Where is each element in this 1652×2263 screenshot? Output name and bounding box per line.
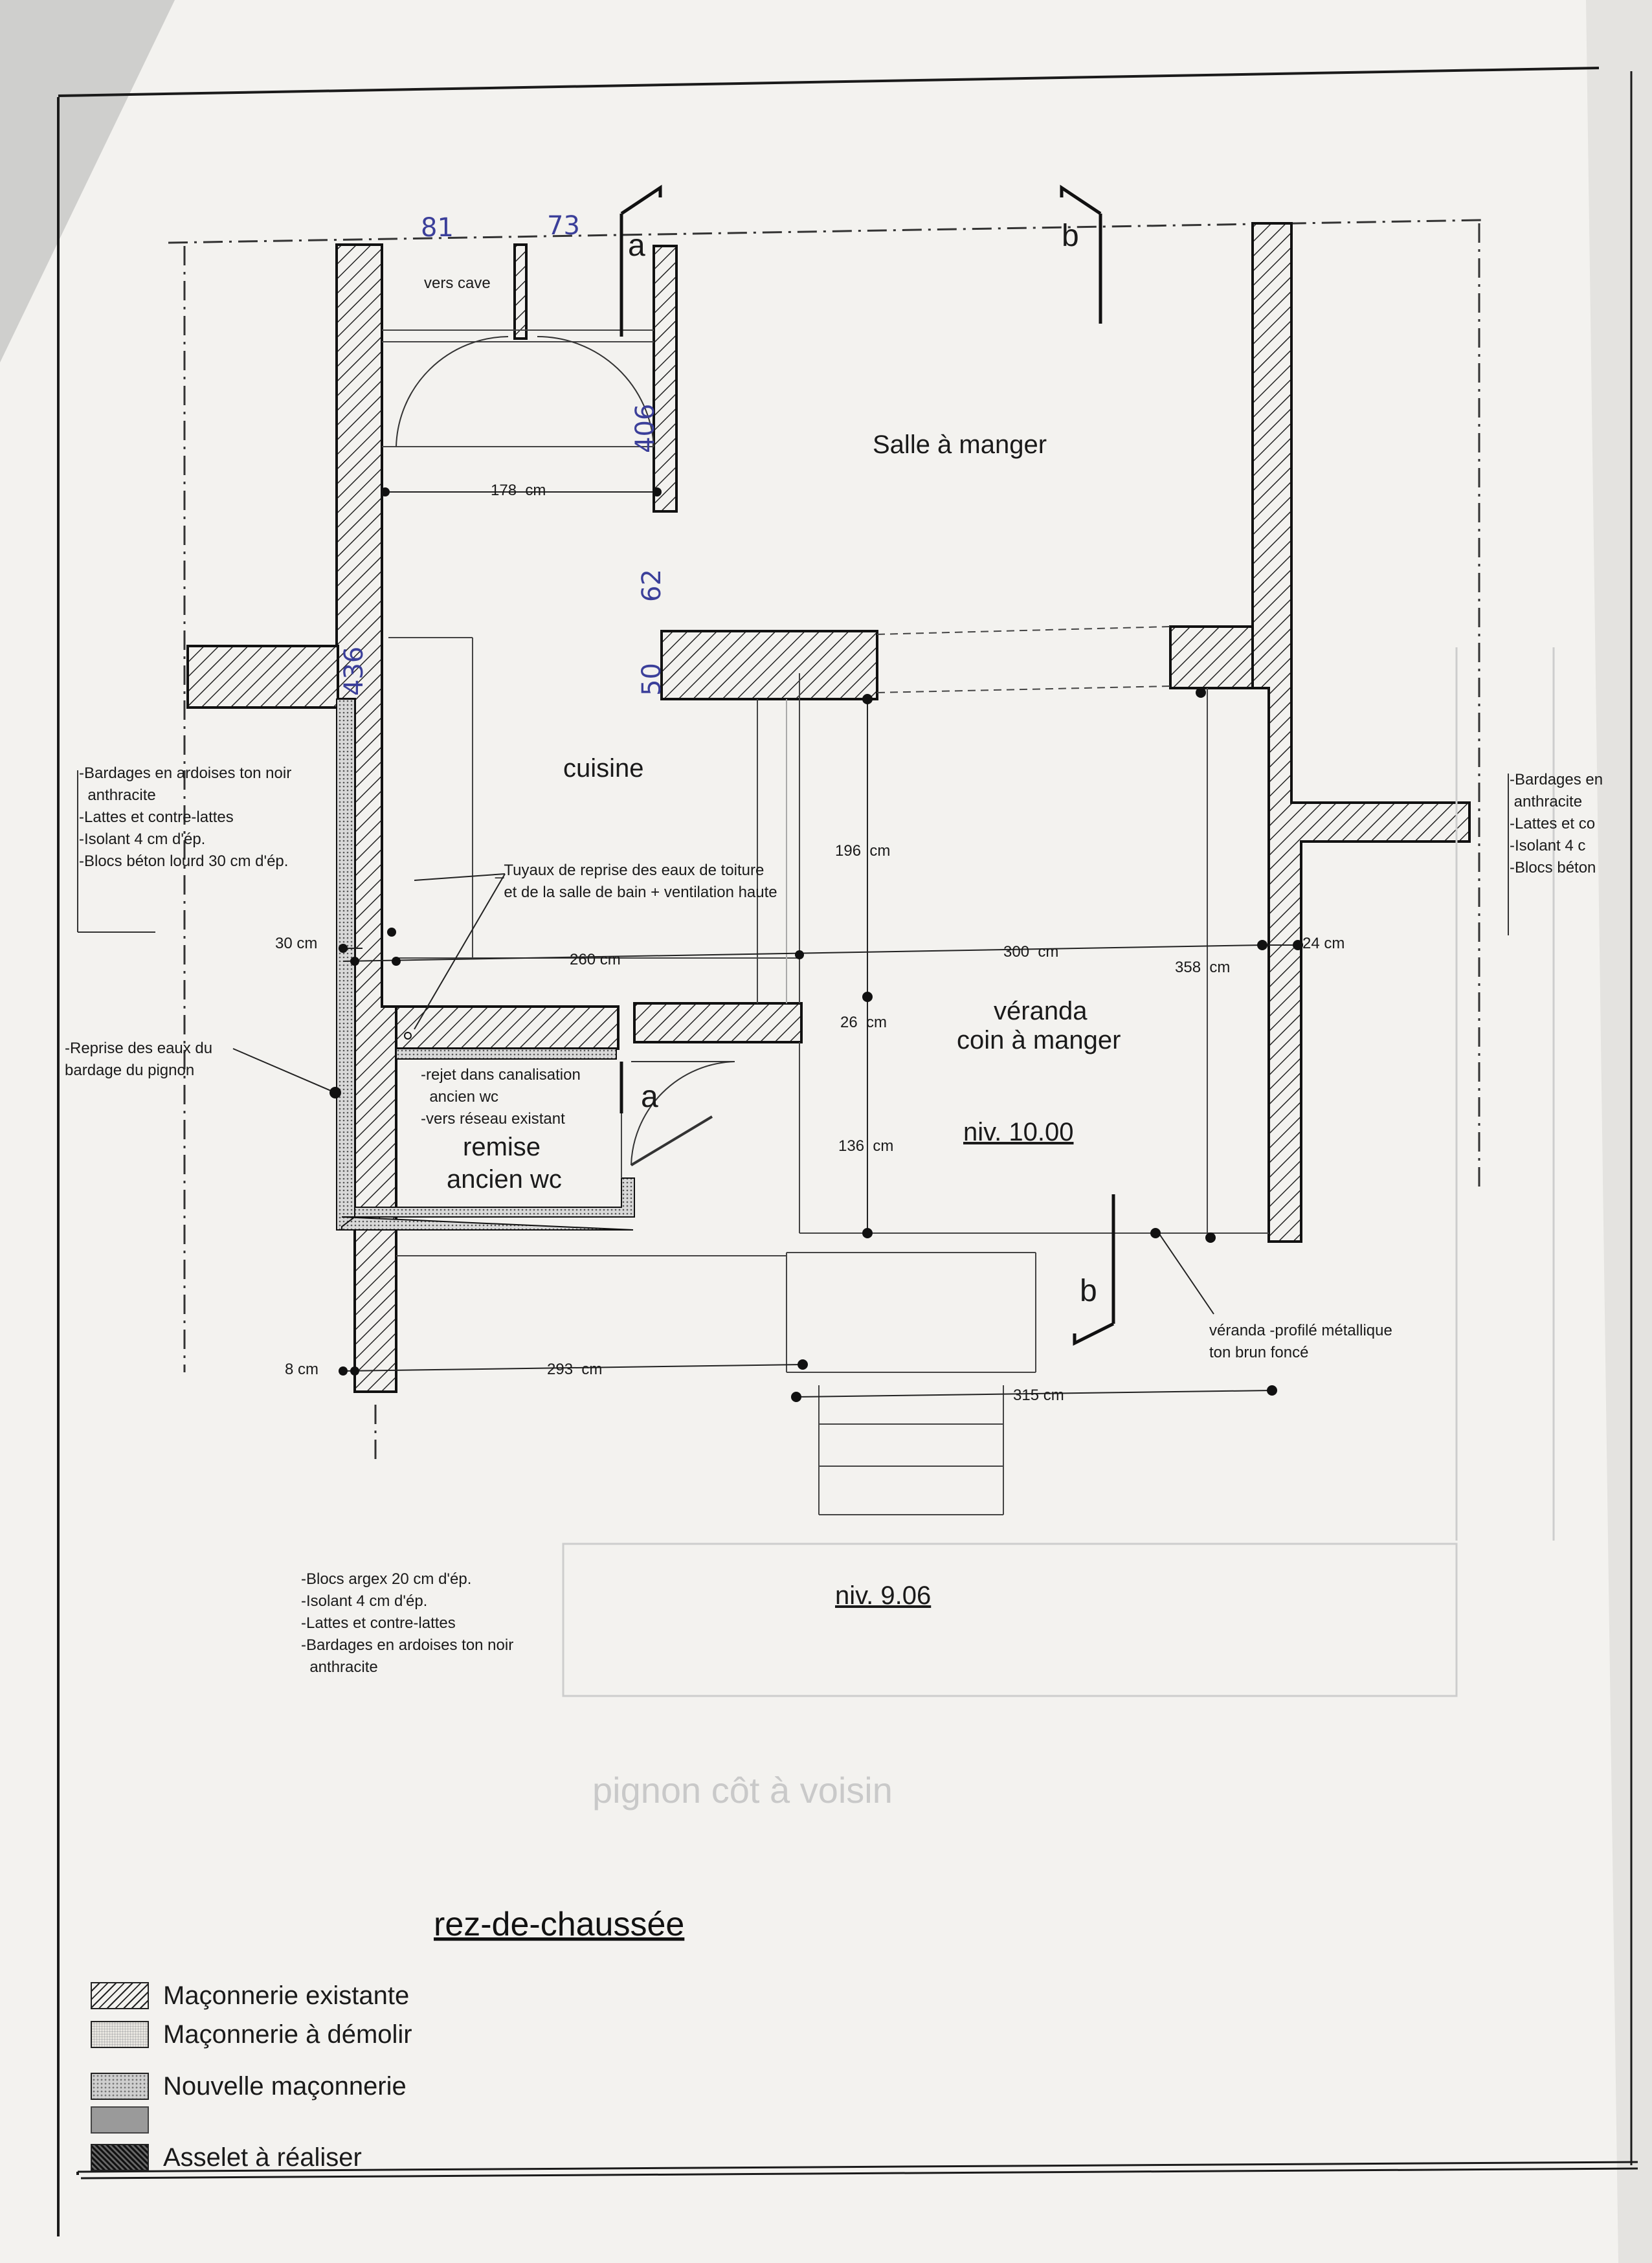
svg-text:-Isolant 4 cm d'ép.: -Isolant 4 cm d'ép. (79, 831, 205, 848)
svg-text:et de la salle de bain + venti: et de la salle de bain + ventilation hau… (495, 884, 777, 901)
svg-text:-Lattes et contre-lattes: -Lattes et contre-lattes (301, 1614, 456, 1632)
legend-swatch-extra (91, 2106, 673, 2134)
legend-swatch-asselet (91, 2144, 149, 2171)
note-pipes: _Tuyaux de reprise des eaux de toiture e… (495, 862, 777, 901)
svg-text:-vers réseau existant: -vers réseau existant (421, 1110, 565, 1128)
room-label-cave: vers cave (424, 274, 491, 292)
svg-text:_Tuyaux de reprise des eaux de: _Tuyaux de reprise des eaux de toiture (495, 862, 764, 879)
level-upper: niv. 10.00 (963, 1118, 1074, 1146)
room-label-remise: remise (463, 1133, 541, 1161)
hand-406: 406 (631, 404, 660, 453)
dim-24: 24 cm (1302, 935, 1345, 952)
note-rejet: -rejet dans canalisation ancien wc -vers… (421, 1066, 581, 1128)
svg-text:-Reprise des eaux du: -Reprise des eaux du (65, 1040, 212, 1057)
hand-62: 62 (637, 569, 667, 602)
dimension-dots (329, 487, 1303, 1402)
legend-item-demolish: Maçonnerie à démolir (91, 2016, 673, 2053)
note-brackets (77, 770, 1509, 935)
note-left: -Bardages en ardoises ton noir anthracit… (79, 764, 291, 870)
svg-text:-Bardages en: -Bardages en (1510, 771, 1603, 788)
dim-8: 8 cm (285, 1361, 318, 1378)
existing-masonry (186, 222, 1471, 1393)
hand-73: 73 (547, 211, 580, 241)
svg-text:-Lattes et contre-lattes: -Lattes et contre-lattes (79, 808, 234, 826)
room-label-coin: coin à manger (957, 1026, 1121, 1054)
svg-text:-rejet dans canalisation: -rejet dans canalisation (421, 1066, 581, 1084)
dim-26: 26 cm (840, 1014, 887, 1031)
faint-pignon: pignon côt à voisin (592, 1770, 893, 1811)
note-bottom: -Blocs argex 20 cm d'ép. -Isolant 4 cm d… (301, 1570, 513, 1676)
section-a-low: a (641, 1080, 658, 1114)
section-b-top: b (1062, 219, 1079, 253)
svg-text:-Blocs béton lourd 30 cm d'ép.: -Blocs béton lourd 30 cm d'ép. (79, 853, 288, 870)
construction-lines (382, 329, 1269, 1515)
section-markers (620, 184, 1115, 1346)
note-veranda-profile: véranda -profilé métallique ton brun fon… (1209, 1322, 1392, 1361)
legend-swatch-new (91, 2073, 149, 2100)
svg-text:-Blocs béton: -Blocs béton (1510, 859, 1596, 876)
legend-swatch-grey (91, 2106, 149, 2134)
dim-178: 178 cm (491, 482, 546, 499)
section-a-top: a (628, 229, 645, 263)
svg-text:-Lattes et co: -Lattes et co (1510, 815, 1595, 832)
hand-81: 81 (421, 213, 454, 243)
faint-traces (562, 647, 1555, 1697)
room-label-cuisine: cuisine (563, 754, 644, 783)
svg-text:anthracite: anthracite (79, 786, 156, 804)
hand-436: 436 (339, 647, 369, 696)
dim-293: 293 cm (547, 1361, 602, 1378)
dim-300: 300 cm (1003, 943, 1058, 961)
svg-text:anthracite: anthracite (301, 1658, 378, 1676)
room-label-ancien-wc: ancien wc (447, 1165, 562, 1194)
svg-text:véranda -profilé métallique: véranda -profilé métallique (1209, 1322, 1392, 1339)
legend-swatch-demolish (91, 2021, 149, 2048)
dim-315: 315 cm (1013, 1387, 1064, 1404)
dim-260: 260 cm (570, 951, 621, 968)
drawing-frame (57, 67, 1638, 2236)
door-swings (396, 335, 735, 1166)
room-label-salle: Salle à manger (873, 430, 1047, 459)
hand-50: 50 (637, 663, 667, 696)
svg-text:ton brun foncé: ton brun foncé (1209, 1344, 1308, 1361)
page-fold-shadow (0, 0, 175, 362)
svg-text:-Isolant 4 c: -Isolant 4 c (1510, 837, 1585, 854)
legend: Maçonnerie existante Maçonnerie à démoli… (91, 1978, 673, 2178)
dim-196: 196 cm (835, 842, 890, 860)
svg-text:-Bardages en ardoises ton noir: -Bardages en ardoises ton noir (301, 1636, 513, 1654)
svg-text:ancien wc: ancien wc (421, 1088, 498, 1106)
svg-text:anthracite: anthracite (1510, 793, 1582, 810)
room-label-veranda: véranda (994, 997, 1088, 1025)
legend-item-existing: Maçonnerie existante (91, 1978, 673, 2014)
dim-136: 136 cm (838, 1137, 893, 1155)
svg-text:-Bardages en ardoises ton noir: -Bardages en ardoises ton noir (79, 764, 291, 782)
svg-text:bardage du pignon: bardage du pignon (65, 1062, 194, 1079)
dim-358: 358 cm (1175, 959, 1230, 976)
note-reprise: -Reprise des eaux du bardage du pignon (65, 1040, 212, 1079)
page-title: rez-de-chaussée (434, 1906, 684, 1943)
legend-swatch-existing (91, 1982, 149, 2009)
dim-30: 30 cm (275, 935, 317, 952)
svg-text:-Isolant 4 cm d'ép.: -Isolant 4 cm d'ép. (301, 1592, 427, 1610)
note-right: -Bardages en anthracite -Lattes et co -I… (1510, 771, 1603, 876)
legend-item-new: Nouvelle maçonnerie (91, 2068, 673, 2104)
level-lower: niv. 9.06 (835, 1581, 931, 1610)
svg-text:-Blocs argex 20 cm d'ép.: -Blocs argex 20 cm d'ép. (301, 1570, 471, 1588)
legend-item-asselet: Asselet à réaliser (91, 2139, 673, 2176)
section-b-low: b (1080, 1274, 1097, 1308)
